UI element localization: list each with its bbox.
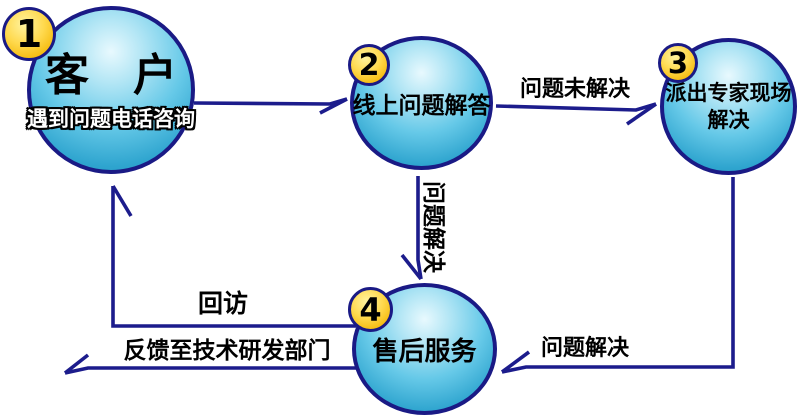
edge-label-problem-unresolved: 问题未解决	[519, 77, 631, 102]
arrow-expert-to-aftersales	[501, 177, 735, 374]
arrow-online-to-expert	[495, 102, 657, 112]
step-badge-4: 4	[348, 287, 393, 332]
step-badge-1: 1	[2, 7, 56, 61]
node-after-sales-label: 售后服务	[372, 336, 477, 367]
arrow-online-to-expert-barb	[625, 102, 658, 126]
node-customer-title: 客 户	[45, 50, 177, 102]
node-customer-subtitle: 遇到问题电话咨询	[27, 106, 195, 131]
step-badge-3: 3	[658, 43, 698, 83]
node-customer: 客 户 遇到问题电话咨询	[27, 6, 195, 174]
arrow-aftersales-to-customer	[111, 186, 356, 328]
arrow-customer-to-online	[193, 97, 348, 106]
edge-label-problem-resolved-vertical: 问题解决	[420, 181, 446, 273]
edge-label-callback: 回访	[197, 289, 249, 318]
arrow-online-to-aftersales-barb	[400, 253, 423, 281]
node-onsite-expert: 派出专家现场 解决	[660, 38, 797, 175]
node-online-support-label: 线上问题解答	[352, 93, 491, 119]
edge-label-problem-resolved-bottom: 问题解决	[540, 336, 630, 361]
arrow-aftersales-to-customer-barb	[111, 185, 133, 217]
node-onsite-expert-label-line1: 派出专家现场	[665, 81, 792, 106]
edge-label-feedback-to-rd: 反馈至技术研发部门	[123, 338, 331, 364]
arrow-online-to-aftersales	[416, 176, 423, 280]
arrow-customer-to-online-barb	[319, 97, 348, 115]
arrow-aftersales-feedback	[64, 366, 356, 375]
step-badge-2: 2	[348, 44, 390, 86]
node-onsite-expert-label-line2: 解决	[707, 107, 750, 132]
node-online-support: 线上问题解答	[350, 36, 493, 170]
arrow-expert-to-aftersales-barb	[500, 350, 531, 374]
arrow-aftersales-feedback-barb	[63, 353, 90, 375]
